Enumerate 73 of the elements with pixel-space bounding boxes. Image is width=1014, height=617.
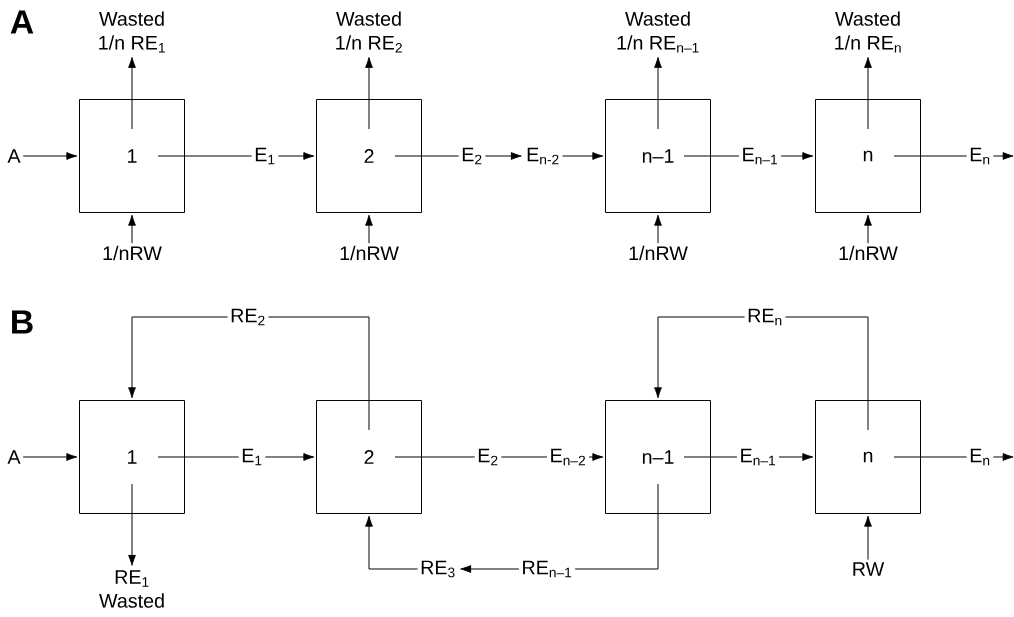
- arrow: [992, 152, 1014, 160]
- arrow: [128, 214, 136, 244]
- process-box: 2: [316, 400, 422, 514]
- arrow: [128, 483, 136, 566]
- connector-line: [893, 155, 968, 157]
- panel-letter: B: [12, 310, 33, 334]
- arrow: [264, 453, 315, 461]
- stream-label: E$_{n}$: [970, 147, 990, 165]
- stream-label: E$_{n-2}$: [527, 147, 559, 165]
- arrow: [778, 453, 814, 461]
- arrow: [654, 316, 746, 399]
- process-box: 1: [79, 400, 185, 514]
- stream-label: E$_{n–1}$: [741, 448, 776, 466]
- arrow: [22, 152, 78, 160]
- connector-line: [157, 456, 240, 458]
- stream-label: E$_{n–2}$: [551, 448, 585, 466]
- process-box: 2: [316, 99, 422, 213]
- process-box: n–1: [605, 99, 711, 213]
- arrow: [992, 453, 1014, 461]
- process-box: 1: [79, 99, 185, 213]
- arrow: [365, 214, 373, 244]
- arrow: [277, 152, 315, 160]
- stream-label: E$_{1}$: [242, 448, 262, 466]
- connector-line: [267, 316, 370, 431]
- arrow: [562, 152, 604, 160]
- arrow: [864, 515, 872, 561]
- arrow: [484, 152, 522, 160]
- stream-label: E$_{n–1}$: [743, 147, 778, 165]
- stream-label: E$_{2}$: [478, 448, 498, 466]
- waste-label: Wasted 1/n RE$_{n–1}$: [617, 11, 699, 53]
- connector-line: [893, 456, 968, 458]
- process-box: n: [815, 99, 921, 213]
- stream-label: A: [7, 149, 21, 163]
- stream-label: RE$_{n–1}$: [523, 560, 572, 578]
- arrow: [654, 214, 662, 244]
- connector-line: [784, 316, 869, 431]
- water-label: 1/nRW: [103, 245, 162, 261]
- connector-line: [683, 155, 740, 157]
- waste-label: Wasted 1/n RE$_{2}$: [336, 11, 402, 53]
- arrow: [128, 57, 136, 130]
- stream-label: RE$_{2}$: [231, 308, 265, 326]
- water-label: 1/nRW: [839, 245, 898, 261]
- arrow: [780, 152, 814, 160]
- arrow: [460, 565, 520, 573]
- process-box: n–1: [605, 400, 711, 514]
- arrow: [654, 57, 662, 130]
- connector-line: [394, 456, 476, 458]
- water-label: RW: [853, 562, 885, 576]
- waste-label: RE$_{1}$ Wasted: [99, 570, 164, 608]
- process-box: n: [815, 400, 921, 514]
- stream-label: RE$_{n}$: [748, 308, 782, 326]
- waste-label: Wasted 1/n RE$_{1}$: [99, 11, 165, 53]
- water-label: 1/nRW: [340, 245, 399, 261]
- arrow: [864, 57, 872, 130]
- stream-label: E$_{1}$: [255, 147, 275, 165]
- waste-label: Wasted 1/n RE$_{n}$: [835, 11, 901, 53]
- arrow: [864, 214, 872, 244]
- arrow: [365, 57, 373, 130]
- connector-line: [500, 456, 548, 458]
- connector-line: [157, 155, 253, 157]
- connector-line: [683, 456, 738, 458]
- stream-label: RE$_{3}$: [421, 560, 455, 578]
- stream-label: E$_{2}$: [462, 147, 482, 165]
- arrow: [128, 316, 229, 399]
- stream-label: E$_{n}$: [970, 448, 990, 466]
- arrow: [22, 453, 78, 461]
- connector-line: [394, 155, 460, 157]
- panel-letter: A: [10, 10, 34, 34]
- water-label: 1/nRW: [629, 245, 688, 261]
- arrow: [588, 453, 604, 461]
- arrow: [365, 515, 419, 570]
- connector-line: [574, 483, 659, 570]
- stream-label: A: [7, 450, 21, 464]
